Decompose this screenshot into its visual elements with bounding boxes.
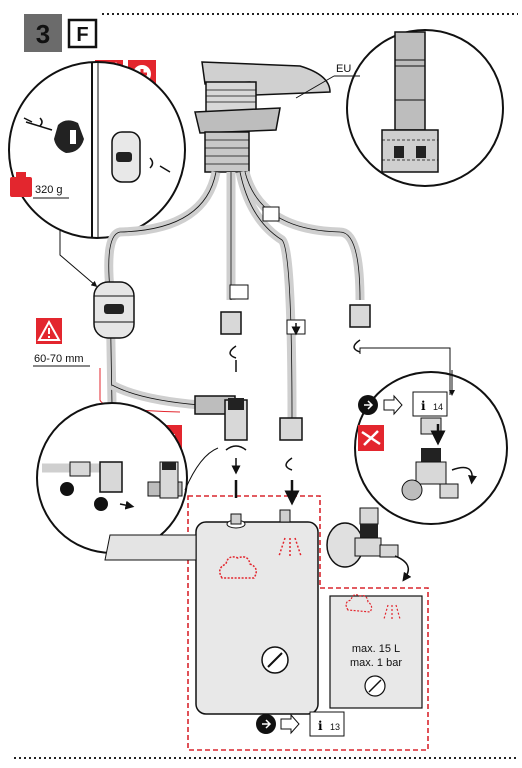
mounting-detail-circle: 320 g bbox=[8, 61, 186, 239]
step-letter-box bbox=[67, 18, 98, 49]
screw-icon bbox=[23, 117, 43, 127]
hot-water-icon bbox=[278, 537, 302, 557]
svg-text:i: i bbox=[318, 719, 323, 733]
bottom-reference: i 13 bbox=[256, 711, 345, 737]
clearance-label: 60-70 mm bbox=[34, 353, 84, 365]
faucet-assembly bbox=[104, 61, 371, 441]
hose-nut-lower bbox=[279, 417, 303, 441]
mounting-plate bbox=[194, 107, 281, 134]
weight-label: 320 g bbox=[35, 184, 63, 196]
step-header: 3 F bbox=[24, 13, 518, 52]
sensor-clip bbox=[111, 131, 171, 183]
step-number: 3 bbox=[36, 19, 50, 49]
connection-detail-circle: 2 1 bbox=[36, 402, 219, 554]
step-number-box bbox=[24, 14, 62, 52]
angle-valve-detail-circle: i 14 bbox=[354, 347, 508, 525]
reference-book-bottom bbox=[309, 711, 345, 737]
boiler-body bbox=[195, 521, 319, 715]
boiler-dashed-outline bbox=[187, 495, 429, 751]
faucet-body bbox=[205, 81, 257, 113]
wall-bracket bbox=[23, 117, 84, 153]
boiler-spec-panel: max. 15 L max. 1 bar bbox=[329, 594, 423, 709]
step-letter: F bbox=[76, 24, 88, 46]
wall-angle-valve bbox=[326, 507, 412, 582]
threaded-shank bbox=[204, 131, 250, 173]
hose-tag bbox=[229, 284, 249, 300]
weight-icon bbox=[10, 172, 32, 197]
svg-text:i: i bbox=[421, 399, 426, 413]
spec-pressure: max. 1 bar bbox=[350, 657, 402, 669]
tee-valve-center bbox=[194, 395, 248, 470]
no-tool-icon bbox=[361, 430, 381, 446]
sequence-label-2: 2 bbox=[64, 485, 70, 496]
spec-volume: max. 15 L bbox=[352, 643, 400, 655]
hose-right-to-valve bbox=[240, 170, 365, 301]
cold-water-icon bbox=[219, 556, 257, 579]
reference-page-top: 14 bbox=[433, 402, 443, 412]
reference-page-bottom: 13 bbox=[330, 722, 340, 732]
hose-nut-right bbox=[349, 304, 371, 328]
hose-left-to-tee bbox=[109, 380, 201, 410]
hose-nut-center bbox=[220, 311, 242, 335]
sequence-badge-1 bbox=[94, 497, 108, 511]
clearance-warning: 60-70 mm bbox=[33, 318, 181, 413]
eu-detail-circle: EU bbox=[295, 29, 504, 187]
flow-sensor-module bbox=[59, 230, 135, 339]
sequence-label-1: 1 bbox=[98, 500, 104, 511]
eu-label: EU bbox=[336, 63, 351, 75]
warning-icon bbox=[37, 319, 61, 341]
reference-book-top bbox=[412, 391, 448, 417]
boiler-section bbox=[104, 339, 429, 751]
sequence-badge-2 bbox=[60, 482, 74, 496]
